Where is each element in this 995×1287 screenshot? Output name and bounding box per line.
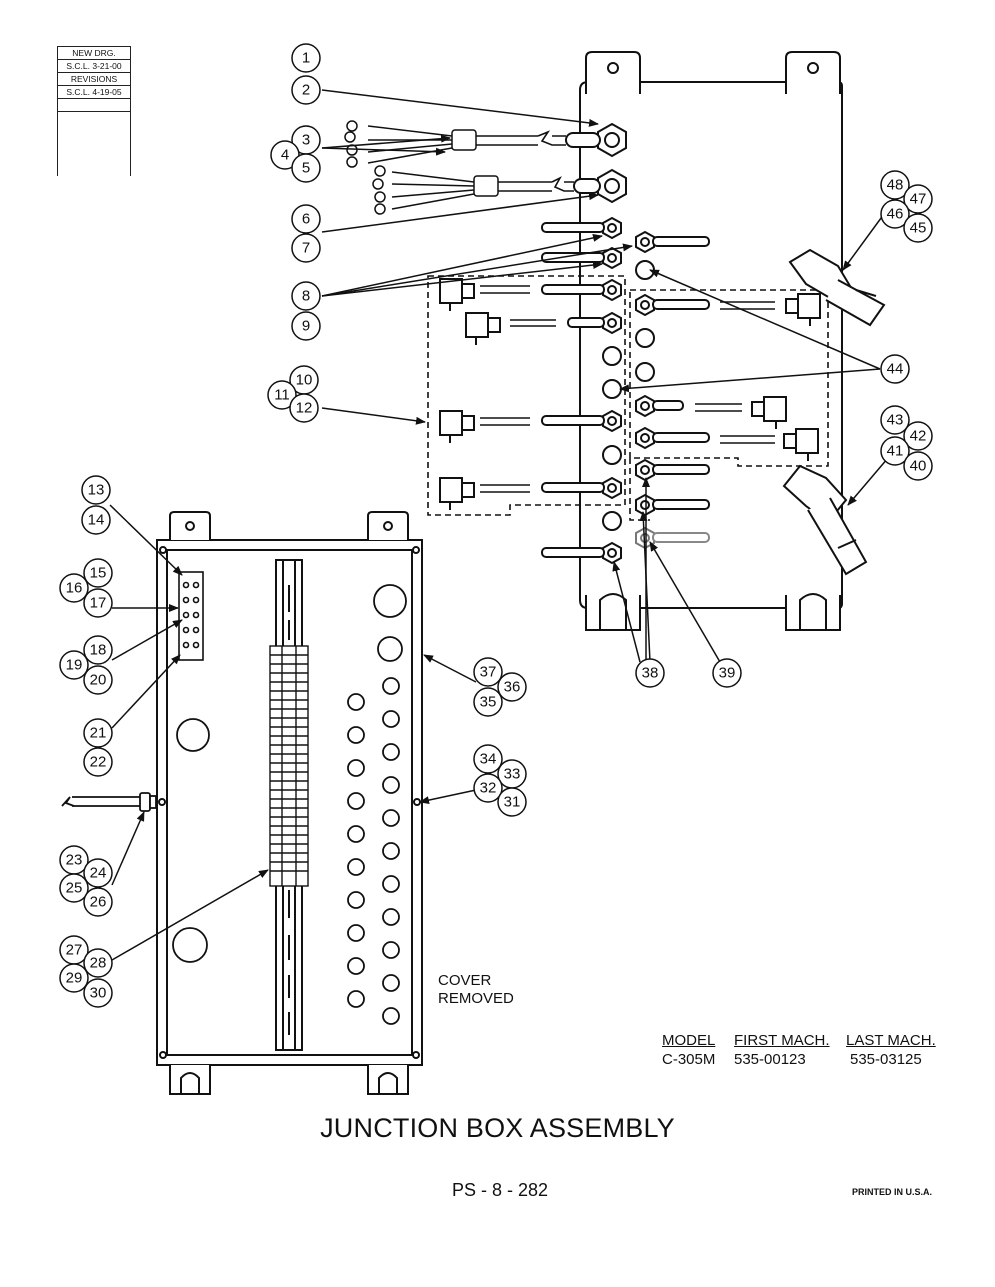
callout-numbers: 1 2 3 4 5 6 7 8 9 10 11 12 13 14 15 16 1… [66,50,927,1002]
callout-10: 10 [296,372,313,389]
callout-44: 44 [887,361,904,378]
callout-46: 46 [887,206,904,223]
leader-lines [109,89,889,961]
revision-row: S.C.L. 4-19-05 [58,85,130,98]
callout-2: 2 [302,82,310,99]
callout-22: 22 [90,754,107,771]
callout-31: 31 [504,794,521,811]
table-row: C-305M 535-00123 535-03125 [662,1050,960,1069]
callout-33: 33 [504,766,521,783]
cables [541,132,710,558]
model-table-header: MODEL FIRST MACH. LAST MACH. [662,1031,960,1050]
callout-39: 39 [719,665,736,682]
callout-1: 1 [302,50,310,67]
cell-last-mach: 535-03125 [850,1051,922,1068]
revision-block: NEW DRG. S.C.L. 3-21-00 REVISIONS S.C.L.… [57,46,131,176]
callout-47: 47 [910,191,927,208]
callout-11: 11 [274,387,290,404]
callout-7: 7 [302,240,310,257]
header-first-mach: FIRST MACH. [734,1032,830,1049]
callout-20: 20 [90,672,107,689]
callout-18: 18 [90,642,107,659]
cell-first-mach: 535-00123 [734,1051,806,1068]
model-table: MODEL FIRST MACH. LAST MACH. C-305M 535-… [662,1031,960,1069]
callout-30: 30 [90,985,107,1002]
callout-14: 14 [88,512,105,529]
callout-8: 8 [302,288,310,305]
cover-note-line: COVER [438,972,492,989]
header-last-mach: LAST MACH. [846,1032,936,1049]
callout-26: 26 [90,894,107,911]
callout-34: 34 [480,751,497,768]
callout-27: 27 [66,942,83,959]
panel-knockouts [602,260,655,531]
callout-bubbles [59,43,933,1008]
printed-note: PRINTED IN U.S.A. [852,1187,933,1197]
header-model: MODEL [662,1032,716,1049]
callout-35: 35 [480,694,497,711]
revision-row: NEW DRG. [58,46,130,59]
callout-9: 9 [302,318,310,335]
callout-15: 15 [90,565,107,582]
callout-6: 6 [302,211,310,228]
cable-runs [476,130,775,493]
callout-38: 38 [642,665,659,682]
callout-40: 40 [910,458,927,475]
callout-4: 4 [281,147,289,164]
callout-36: 36 [504,679,521,696]
callout-24: 24 [90,865,107,882]
callout-29: 29 [66,970,83,987]
callout-42: 42 [910,428,927,445]
terminal-blocks [269,645,309,887]
callout-3: 3 [302,132,310,149]
sensor-connectors [439,278,821,510]
callout-13: 13 [88,482,105,499]
callout-12: 12 [296,400,313,417]
callout-37: 37 [480,664,497,681]
cell-model: C-305M [662,1051,716,1068]
callout-21: 21 [90,725,107,742]
callout-23: 23 [66,852,83,869]
callout-32: 32 [480,780,497,797]
callout-25: 25 [66,880,83,897]
callout-43: 43 [887,412,904,429]
callout-48: 48 [887,177,904,194]
cover-note-line: REMOVED [438,990,514,1007]
enclosure-knockouts [172,584,407,1025]
page-title: JUNCTION BOX ASSEMBLY [320,1113,675,1143]
revision-row [58,98,130,112]
revision-row: REVISIONS [58,72,130,85]
page-number: PS - 8 - 282 [451,1180,549,1200]
terminal-strip [178,571,204,661]
callout-41: 41 [887,443,904,460]
callout-5: 5 [302,160,310,177]
panel-fittings [597,122,655,565]
callout-28: 28 [90,955,107,972]
callout-19: 19 [66,657,83,674]
dashed-group-left [427,275,626,516]
side-cable [61,792,157,812]
callout-16: 16 [66,580,83,597]
conduit-fitting-lower [782,464,868,576]
callout-17: 17 [90,595,107,612]
wire-pigtails [344,120,499,215]
callout-45: 45 [910,220,927,237]
revision-row: S.C.L. 3-21-00 [58,59,130,72]
conduit-fitting-upper [788,248,886,327]
